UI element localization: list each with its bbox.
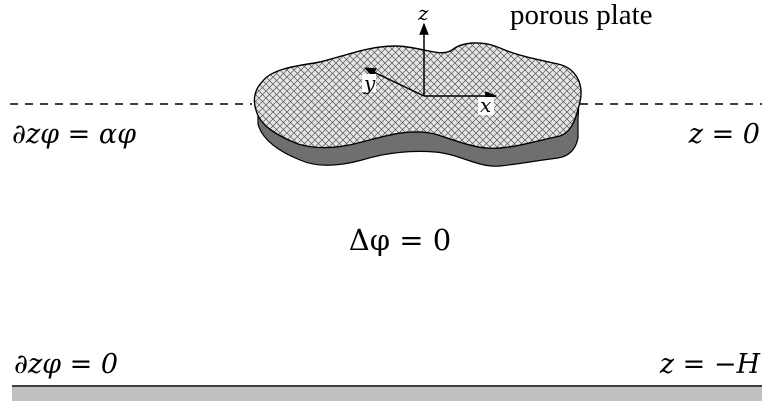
z-axis-label: z [417, 1, 429, 25]
surface-level-label: z = 0 [688, 119, 760, 150]
x-label-bg [478, 97, 494, 115]
laplace-equation: Δφ = 0 [349, 223, 451, 257]
x-axis-label: x [480, 93, 491, 117]
surface-boundary-condition: ∂zφ = αφ [12, 119, 136, 150]
y-label-bg [362, 74, 376, 92]
y-axis-arrow [363, 67, 425, 97]
bottom-level-label: z = −H [659, 349, 761, 380]
plate-top-surface [253, 42, 582, 150]
bottom-wall [12, 387, 762, 401]
plate-label: porous plate [510, 0, 653, 31]
y-axis-label: y [363, 71, 376, 95]
bottom-boundary-condition: ∂zφ = 0 [14, 349, 118, 380]
